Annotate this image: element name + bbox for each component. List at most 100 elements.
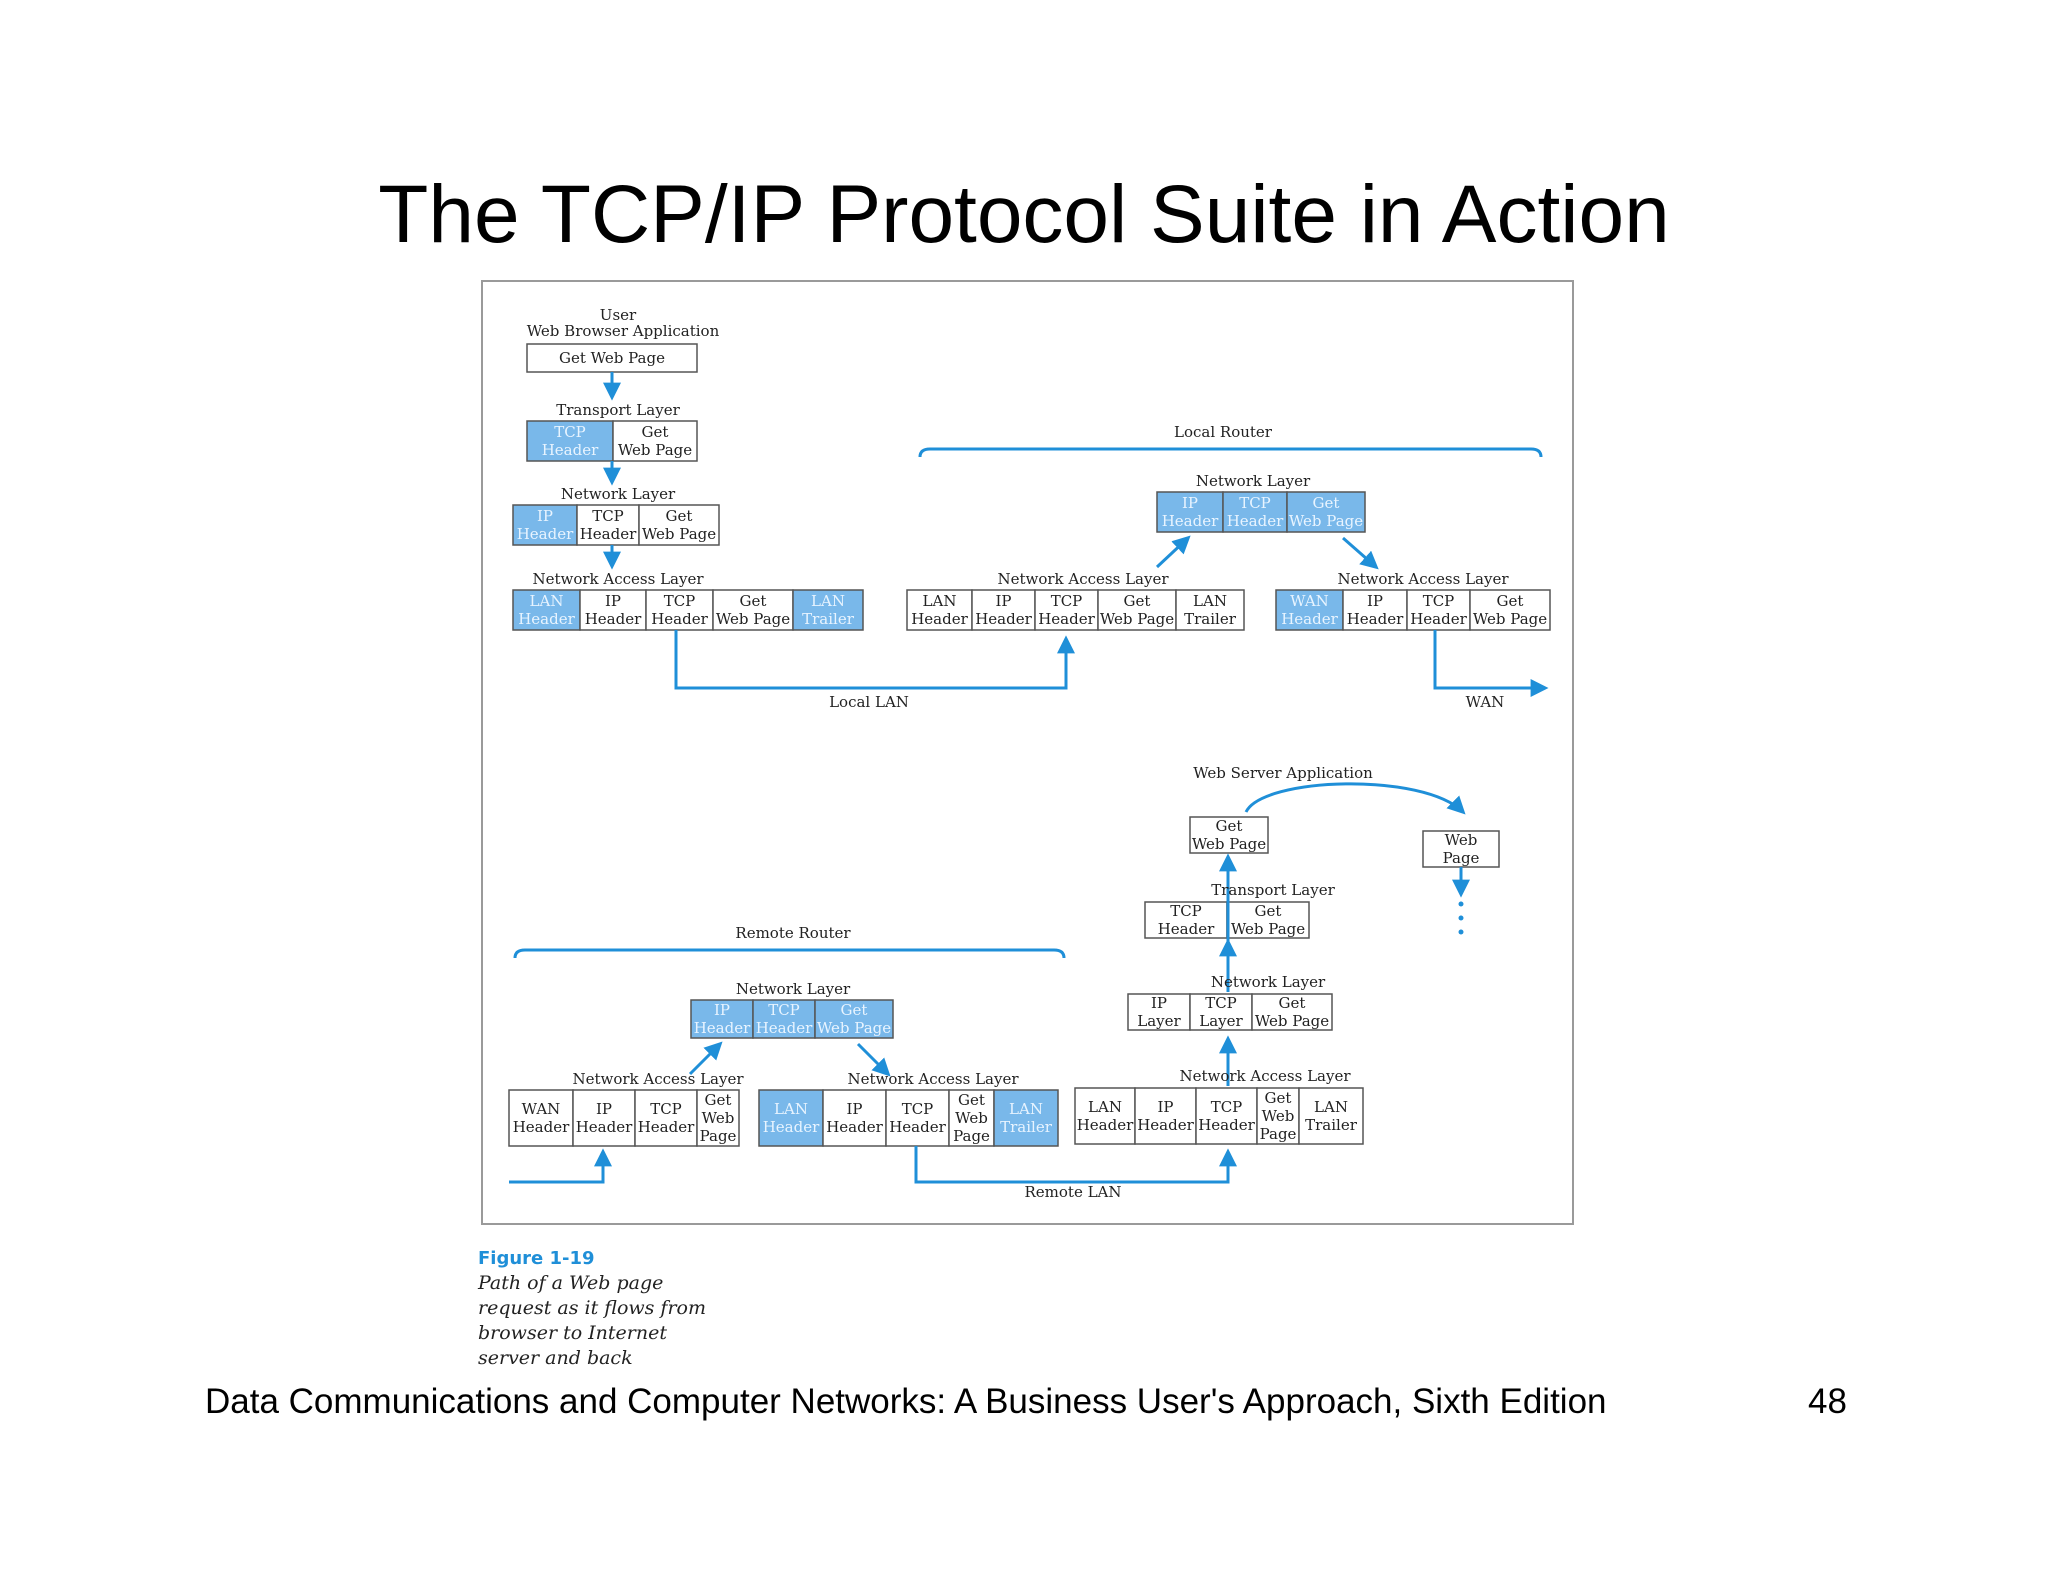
- sender-network-row-cell-text: TCP: [592, 507, 624, 525]
- local-router-in-access-row-cell-text: Header: [1038, 610, 1095, 628]
- local-router-in-access-row-cell-text: Header: [975, 610, 1032, 628]
- sender-access-row-cell: [645, 589, 714, 631]
- wan-label: WAN: [1466, 693, 1505, 711]
- server-access-row-cell-text: LAN: [1314, 1098, 1348, 1116]
- local-router-network-row-cell-text: Header: [1227, 512, 1284, 530]
- remote-router-out-access-row-cell-text: Trailer: [1000, 1118, 1053, 1136]
- local-router-out-access-row-cell-text: WAN: [1290, 592, 1329, 610]
- local-router-in-access-row-cell-text: Get: [1124, 592, 1151, 610]
- local-router-out-access-row-cell: [1275, 589, 1344, 631]
- remote-router-out-access-row-cell-text: Header: [889, 1118, 946, 1136]
- server-access-row-cell-text: Header: [1198, 1116, 1255, 1134]
- local-router-out-access-row-cell-text: Header: [1347, 610, 1404, 628]
- sender-access-row-cell: [792, 589, 864, 631]
- local-router-out-access-layer-label: Network Access Layer: [1337, 570, 1509, 588]
- wan-link: [1433, 630, 1549, 697]
- server-access-row-cell-text: Get: [1265, 1089, 1292, 1107]
- page-number: 48: [1808, 1382, 1847, 1421]
- figure-caption: Figure 1-19 Path of a Web page request a…: [478, 1246, 706, 1371]
- remote-router-out-access-row-cell: [993, 1089, 1059, 1147]
- local-router-up-arrow: [1155, 535, 1191, 569]
- remote-router-in-access-row-cell-text: Web: [702, 1109, 735, 1127]
- server-transport-row-cell-text: Get: [1255, 902, 1282, 920]
- web-browser-label: Web Browser Application: [527, 322, 720, 340]
- remote-router-out-access-row-cell-text: LAN: [774, 1100, 808, 1118]
- slide-title: The TCP/IP Protocol Suite in Action: [378, 169, 1670, 260]
- sender-access-row-cell-text: Header: [585, 610, 642, 628]
- remote-router-in-access-row-cell-text: WAN: [522, 1100, 561, 1118]
- slide-footer: Data Communications and Computer Network…: [205, 1382, 1607, 1421]
- server-access-row-cell: [1256, 1087, 1300, 1145]
- sender-network-row-cell-text: Header: [580, 525, 637, 543]
- server-network-row-cell-text: IP: [1151, 994, 1167, 1012]
- remote-router-network-row-cell-text: TCP: [768, 1001, 800, 1019]
- remote-lan-link: [914, 1146, 1237, 1184]
- server-access-row-cell-text: TCP: [1211, 1098, 1243, 1116]
- server-network-row-cell-text: TCP: [1205, 994, 1237, 1012]
- local-router-in-access-row-cell: [971, 589, 1036, 631]
- server-access-row-cell-text: IP: [1157, 1098, 1173, 1116]
- remote-router-out-access-row-cell-text: LAN: [1009, 1100, 1043, 1118]
- sender-access-row-cell-text: Get: [740, 592, 767, 610]
- server-transport-row-cell-text: TCP: [1170, 902, 1202, 920]
- sender-network-row-cell-text: Header: [517, 525, 574, 543]
- server-access-row-cell-text: Header: [1077, 1116, 1134, 1134]
- local-router-in-access-row-cell: [1175, 589, 1245, 631]
- server-access-row-cell: [1298, 1087, 1364, 1145]
- local-router-in-access-row-cell-text: Web Page: [1100, 610, 1174, 628]
- server-access-row-cell-text: Header: [1137, 1116, 1194, 1134]
- local-router-in-access-row-cell: [1034, 589, 1099, 631]
- remote-router-down-arrow: [856, 1042, 891, 1077]
- server-access-row-cell-text: Web: [1262, 1107, 1295, 1125]
- local-router-in-access-row-cell-text: LAN: [1193, 592, 1227, 610]
- caption-line: request as it flows from: [478, 1297, 706, 1319]
- remote-router-in-access-row-cell-text: IP: [596, 1100, 612, 1118]
- local-router-out-access-row-cell-text: TCP: [1423, 592, 1455, 610]
- remote-router-out-access-row-cell-text: Page: [953, 1127, 990, 1145]
- remote-router-out-access-layer-label: Network Access Layer: [847, 1070, 1019, 1088]
- sender-access-row-cell-text: IP: [605, 592, 621, 610]
- remote-router-in-access-row-cell: [572, 1089, 636, 1147]
- remote-router-in-access-row-cell-text: Header: [638, 1118, 695, 1136]
- sender-transport-row-cell-text: Header: [542, 441, 599, 459]
- server-web-page-response-cell-text: Web: [1445, 831, 1478, 849]
- sender-network-row-cell-text: Web Page: [642, 525, 716, 543]
- remote-router-out-access-row-cell-text: Header: [763, 1118, 820, 1136]
- remote-router-network-row-cell-text: IP: [714, 1001, 730, 1019]
- server-get-web-page-cell: [1189, 816, 1269, 854]
- caption-line: server and back: [478, 1347, 633, 1369]
- server-network-row-cell-text: Get: [1279, 994, 1306, 1012]
- remote-router-network-row-cell: [752, 999, 816, 1039]
- local-router-in-access-row-cell-text: LAN: [923, 592, 957, 610]
- local-router-network-row-cell-text: Get: [1313, 494, 1340, 512]
- remote-router-out-access-row-cell-text: Web: [955, 1109, 988, 1127]
- local-router-network-row-cell-text: Web Page: [1289, 512, 1363, 530]
- user-label: User: [600, 306, 637, 324]
- server-web-page-response-cell-text: Page: [1443, 849, 1480, 867]
- web-server-label: Web Server Application: [1193, 764, 1373, 782]
- browser-get-web-page-cell-text: Get Web Page: [559, 349, 665, 367]
- sender-access-row-cell-text: LAN: [811, 592, 845, 610]
- sender-network-row-cell-text: IP: [537, 507, 553, 525]
- server-access-row-cell-text: Trailer: [1305, 1116, 1358, 1134]
- local-router-network-row-cell-text: TCP: [1239, 494, 1271, 512]
- local-router-in-access-row-cell-text: Trailer: [1184, 610, 1237, 628]
- local-router-out-access-row-cell-text: Header: [1410, 610, 1467, 628]
- local-router-out-access-row-cell-text: Header: [1281, 610, 1338, 628]
- sender-transport-row-cell: [612, 420, 698, 462]
- remote-lan-label: Remote LAN: [1024, 1183, 1121, 1201]
- remote-router-network-row-cell-text: Get: [841, 1001, 868, 1019]
- sender-access-row-cell-text: TCP: [664, 592, 696, 610]
- remote-router-out-access-row-cell-text: TCP: [902, 1100, 934, 1118]
- server-network-row-cell: [1127, 993, 1191, 1031]
- sender-access-row-cell-text: Header: [518, 610, 575, 628]
- sender-transport-layer-label: Transport Layer: [556, 401, 680, 419]
- sender-network-row-cell: [576, 504, 640, 546]
- server-transport-row-cell-text: Header: [1158, 920, 1215, 938]
- local-router-in-access-row-cell-text: Header: [911, 610, 968, 628]
- local-router-network-row-cell: [1222, 491, 1288, 533]
- remote-router-up-arrow: [688, 1041, 723, 1076]
- local-router-in-access-row-cell: [1097, 589, 1177, 631]
- remote-router-out-access-row-cell: [948, 1089, 995, 1147]
